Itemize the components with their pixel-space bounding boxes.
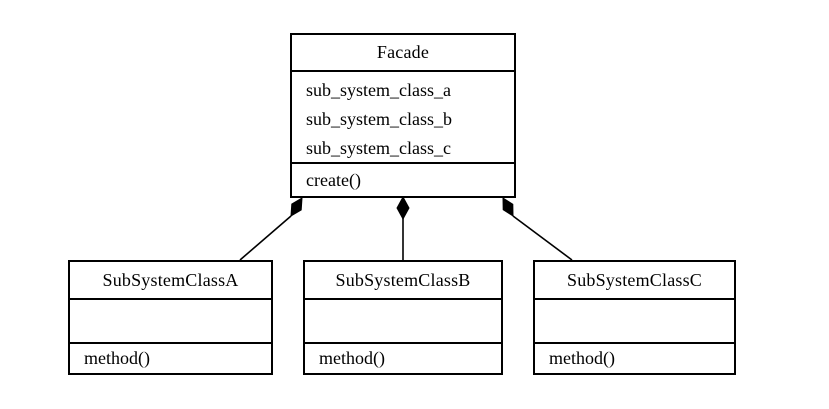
methods-compartment-subsystem-a: method() <box>70 344 271 373</box>
composition-line-c <box>512 215 573 261</box>
attribute-item: sub_system_class_c <box>306 138 451 158</box>
attribute-item: sub_system_class_b <box>306 109 452 129</box>
methods-compartment-facade: create() <box>292 164 514 196</box>
composition-diamond-icon-a <box>290 197 303 217</box>
method-item: method() <box>319 348 385 368</box>
class-box-facade: Facade sub_system_class_a sub_system_cla… <box>290 33 516 198</box>
methods-compartment-subsystem-c: method() <box>535 344 734 373</box>
attributes-compartment-facade: sub_system_class_a sub_system_class_b su… <box>292 72 514 164</box>
attribute-item: sub_system_class_a <box>306 80 451 100</box>
method-item: create() <box>306 169 361 190</box>
attributes-compartment-subsystem-c <box>535 300 734 344</box>
composition-line-a <box>239 215 292 261</box>
method-item: method() <box>84 348 150 368</box>
class-name-subsystem-a: SubSystemClassA <box>70 262 271 300</box>
class-box-subsystem-a: SubSystemClassA method() <box>68 260 273 375</box>
composition-diamond-icon-c <box>502 197 514 217</box>
class-box-subsystem-b: SubSystemClassB method() <box>303 260 503 375</box>
attributes-compartment-subsystem-b <box>305 300 501 344</box>
methods-compartment-subsystem-b: method() <box>305 344 501 373</box>
class-name-subsystem-b: SubSystemClassB <box>305 262 501 300</box>
class-name-facade: Facade <box>292 35 514 72</box>
composition-diamond-icon-b <box>396 195 410 221</box>
method-item: method() <box>549 348 615 368</box>
attributes-compartment-subsystem-a <box>70 300 271 344</box>
class-box-subsystem-c: SubSystemClassC method() <box>533 260 736 375</box>
class-name-subsystem-c: SubSystemClassC <box>535 262 734 300</box>
